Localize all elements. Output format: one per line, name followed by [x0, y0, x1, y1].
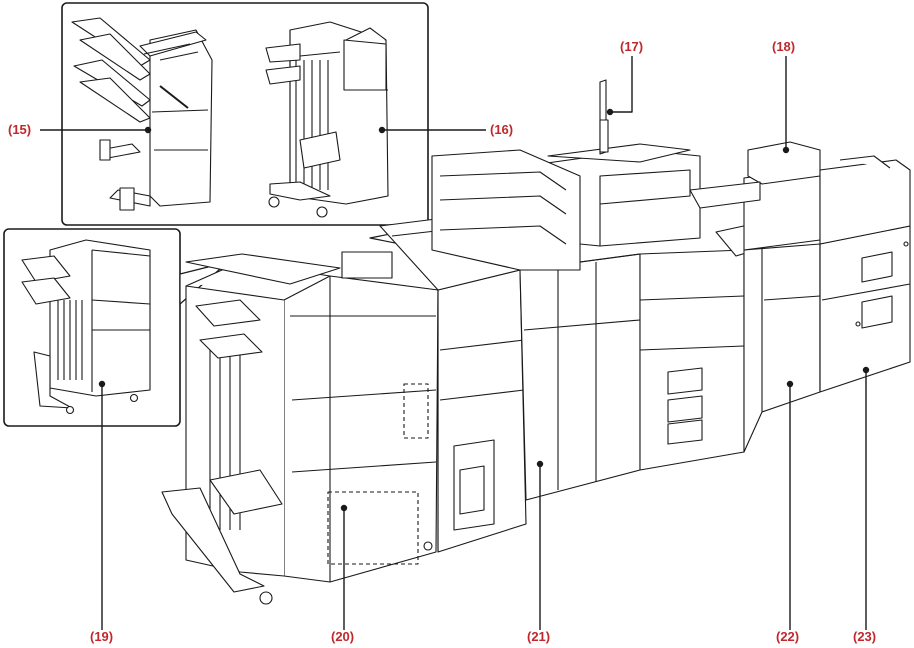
print-engine [431, 79, 783, 501]
finisher-16-illustration [265, 21, 389, 218]
unit-21 [379, 217, 527, 553]
callout-20: (20) [331, 629, 355, 644]
callout-15: (15) [8, 122, 32, 137]
inset-finisher-19 [3, 228, 181, 427]
inset-finishers-15-16 [61, 2, 429, 226]
leader-17 [610, 56, 633, 113]
callout-16: (16) [490, 122, 514, 137]
callout-17: (17) [620, 39, 644, 54]
callout-21: (21) [527, 629, 551, 644]
callout-23: (23) [853, 629, 877, 644]
callout-22: (22) [776, 629, 800, 644]
callout-19: (19) [90, 629, 114, 644]
feeder-23-unit [819, 155, 911, 393]
leader-lines [40, 56, 870, 630]
callout-18: (18) [772, 39, 796, 54]
finisher-20-unit [161, 251, 439, 605]
feeder-22-unit [689, 141, 821, 453]
main-machine [161, 79, 911, 605]
finisher-15-illustration [71, 17, 213, 211]
finisher-19-illustration [21, 239, 151, 415]
